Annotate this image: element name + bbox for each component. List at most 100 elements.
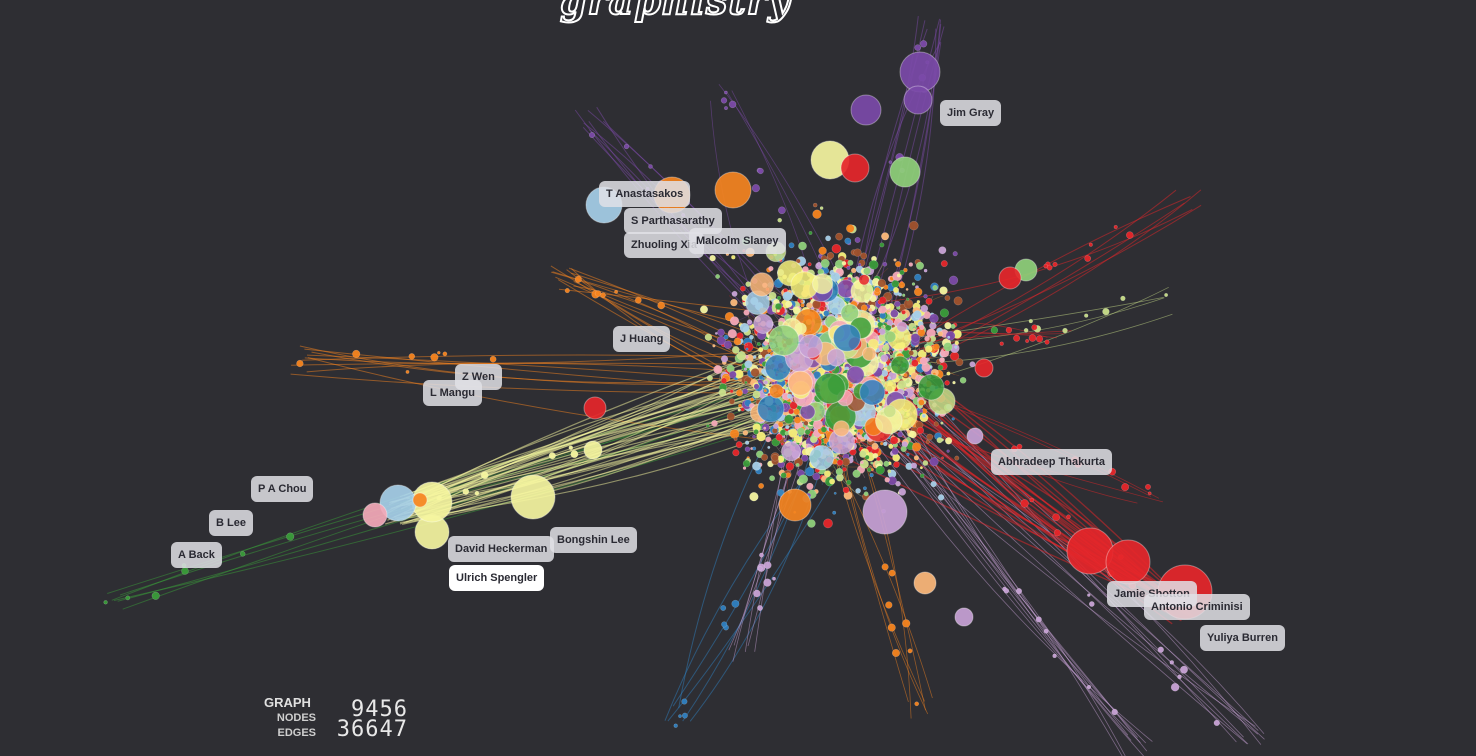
graph-node[interactable]	[812, 209, 822, 219]
graph-node[interactable]	[883, 460, 890, 467]
graph-node[interactable]	[911, 282, 916, 286]
graph-node[interactable]	[743, 367, 748, 371]
graph-node[interactable]	[893, 287, 900, 294]
graph-node[interactable]	[728, 398, 736, 405]
graph-node[interactable]	[846, 365, 865, 385]
graph-node[interactable]	[911, 442, 922, 452]
graph-node[interactable]	[798, 474, 808, 484]
graph-node[interactable]	[1177, 674, 1182, 680]
graph-node[interactable]	[869, 473, 874, 478]
graph-node[interactable]	[753, 313, 774, 334]
graph-node[interactable]	[937, 331, 944, 337]
graph-node[interactable]	[740, 407, 745, 412]
graph-node[interactable]	[908, 350, 914, 356]
graph-node[interactable]	[883, 405, 896, 418]
graph-node[interactable]	[1046, 264, 1053, 271]
graph-node[interactable]	[781, 441, 801, 462]
graph-node[interactable]	[878, 296, 887, 305]
graph-node[interactable]	[742, 459, 751, 468]
graph-node[interactable]	[819, 206, 824, 210]
node-label-b-lee[interactable]: B Lee	[209, 510, 253, 536]
graph-node[interactable]	[926, 433, 934, 441]
graph-node[interactable]	[736, 351, 747, 361]
graph-node[interactable]	[813, 202, 818, 208]
graph-node[interactable]	[890, 436, 899, 445]
node-label-a-back[interactable]: A Back	[171, 542, 222, 568]
graph-node[interactable]	[758, 482, 764, 489]
graph-node[interactable]	[1025, 339, 1030, 343]
graph-node[interactable]	[916, 261, 925, 270]
node-peach-bottom[interactable]	[913, 571, 937, 595]
graph-node[interactable]	[795, 258, 801, 264]
graph-node[interactable]	[785, 462, 795, 471]
graph-node[interactable]	[879, 242, 885, 248]
graph-node[interactable]	[749, 334, 754, 340]
graph-node[interactable]	[1020, 499, 1029, 508]
graph-node[interactable]	[768, 383, 784, 399]
graph-node[interactable]	[757, 395, 785, 423]
graph-node[interactable]	[841, 260, 847, 266]
graph-node[interactable]	[787, 370, 814, 396]
graph-node[interactable]	[831, 243, 842, 254]
graph-node[interactable]	[891, 279, 900, 288]
graph-node[interactable]	[907, 648, 913, 654]
graph-node[interactable]	[911, 359, 919, 367]
graph-node[interactable]	[744, 380, 748, 385]
graph-node[interactable]	[768, 324, 800, 357]
graph-node[interactable]	[785, 425, 790, 430]
graph-node[interactable]	[914, 44, 921, 51]
graph-node[interactable]	[900, 445, 907, 453]
graph-node[interactable]	[917, 373, 945, 401]
graph-node[interactable]	[844, 237, 852, 245]
graph-node[interactable]	[832, 323, 861, 352]
graph-node[interactable]	[715, 274, 720, 279]
graph-node[interactable]	[881, 369, 889, 377]
graph-node[interactable]	[758, 354, 763, 359]
graph-node[interactable]	[793, 408, 800, 416]
graph-node[interactable]	[887, 469, 892, 474]
graph-node[interactable]	[929, 313, 939, 324]
graph-node[interactable]	[1052, 261, 1058, 267]
graph-node[interactable]	[709, 254, 716, 262]
graph-node[interactable]	[744, 343, 748, 347]
node-green-top[interactable]	[889, 156, 921, 188]
graph-node[interactable]	[700, 305, 709, 314]
node-label-malcolm-slaney[interactable]: Malcolm Slaney	[689, 228, 786, 254]
graph-node[interactable]	[673, 723, 678, 728]
graph-node[interactable]	[820, 258, 830, 268]
graph-node[interactable]	[881, 232, 890, 241]
graph-node[interactable]	[713, 365, 723, 374]
graph-node[interactable]	[772, 427, 778, 434]
graph-node[interactable]	[944, 437, 953, 445]
graph-node[interactable]	[784, 414, 794, 424]
graph-node[interactable]	[800, 303, 805, 308]
graph-node[interactable]	[564, 288, 570, 294]
graph-node[interactable]	[763, 426, 767, 430]
graph-node[interactable]	[925, 439, 930, 444]
graph-node[interactable]	[836, 459, 844, 466]
graph-node[interactable]	[727, 329, 737, 339]
graph-node[interactable]	[752, 461, 762, 471]
graph-node[interactable]	[718, 388, 727, 397]
graph-node[interactable]	[763, 340, 769, 346]
graph-node[interactable]	[807, 262, 812, 267]
graph-node[interactable]	[1169, 660, 1175, 665]
graph-node[interactable]	[763, 389, 767, 393]
graph-node[interactable]	[910, 462, 918, 469]
node-antonio-criminisi[interactable]	[1105, 539, 1151, 585]
node-label-yuliya-burren[interactable]: Yuliya Burren	[1200, 625, 1285, 651]
graph-node[interactable]	[720, 355, 729, 363]
graph-node[interactable]	[909, 220, 919, 231]
graph-node[interactable]	[480, 471, 489, 480]
graph-node[interactable]	[791, 424, 795, 428]
graph-node[interactable]	[753, 589, 761, 598]
graph-node[interactable]	[852, 469, 861, 478]
graph-node[interactable]	[864, 454, 870, 460]
graph-node[interactable]	[733, 437, 738, 441]
graph-node[interactable]	[908, 262, 913, 267]
graph-node[interactable]	[875, 465, 885, 475]
graph-node[interactable]	[878, 305, 887, 314]
graph-node[interactable]	[896, 321, 908, 333]
graph-node[interactable]	[1145, 483, 1151, 490]
graph-node[interactable]	[903, 373, 908, 378]
